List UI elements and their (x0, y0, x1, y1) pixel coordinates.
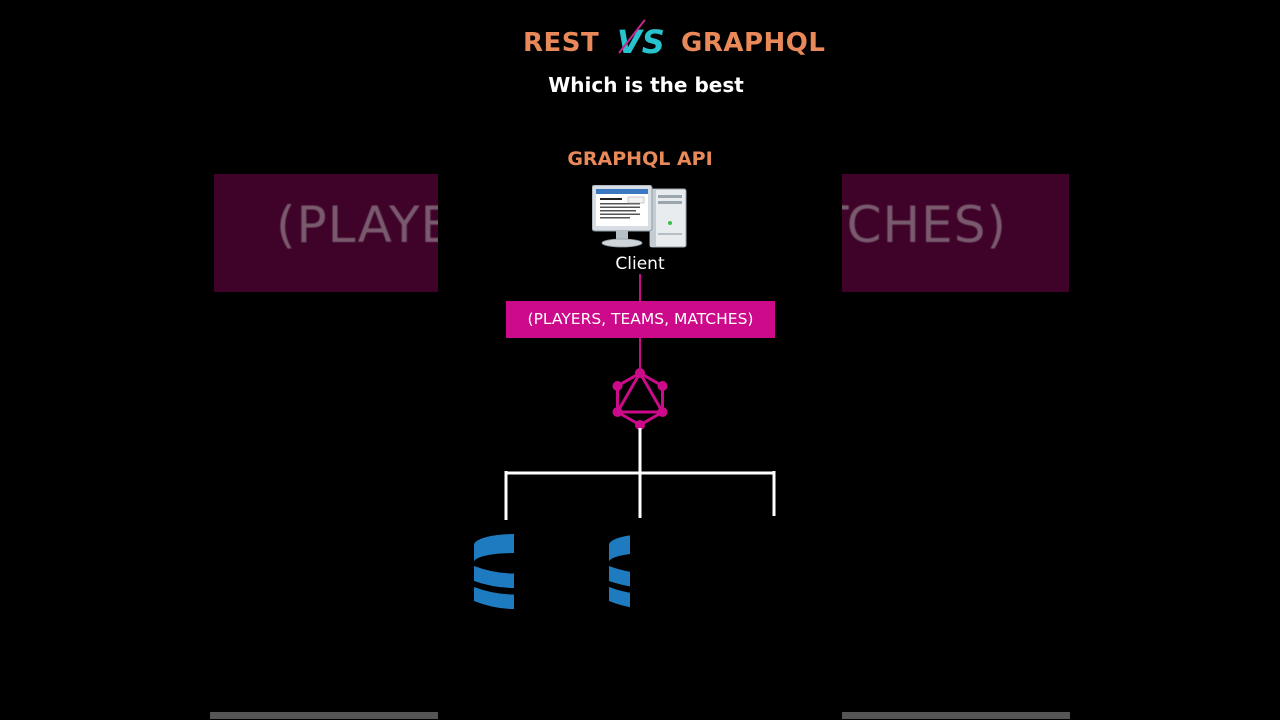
query-to-graphql-line (639, 338, 641, 368)
desktop-computer-icon (592, 185, 687, 248)
background-query-block-left: (PLAYE (214, 174, 438, 292)
background-query-text-right: TCHES) (842, 196, 1007, 254)
background-bar-left (210, 712, 438, 719)
background-query-text-left: (PLAYE (276, 196, 438, 254)
graphql-logo-icon (612, 368, 668, 430)
subtitle: Which is the best (548, 73, 744, 97)
database-reveal-mask (514, 518, 604, 628)
resolver-tree-lines (504, 428, 776, 525)
background-bar-right (842, 712, 1070, 719)
database-reveal-mask (630, 518, 740, 628)
client-to-query-line (639, 274, 641, 301)
video-stage: REST VS GRAPHQL Which is the best GRAPHQ… (438, 0, 842, 720)
graphql-api-label: GRAPHQL API (567, 148, 713, 170)
title-rest: REST (523, 28, 600, 58)
title-graphql: GRAPHQL (681, 28, 826, 58)
title-vs: VS (617, 23, 665, 61)
client-label: Client (615, 254, 665, 274)
query-box: (PLAYERS, TEAMS, MATCHES) (506, 301, 775, 338)
background-query-block-right: TCHES) (842, 174, 1069, 292)
title-row: REST VS GRAPHQL (438, 19, 842, 68)
